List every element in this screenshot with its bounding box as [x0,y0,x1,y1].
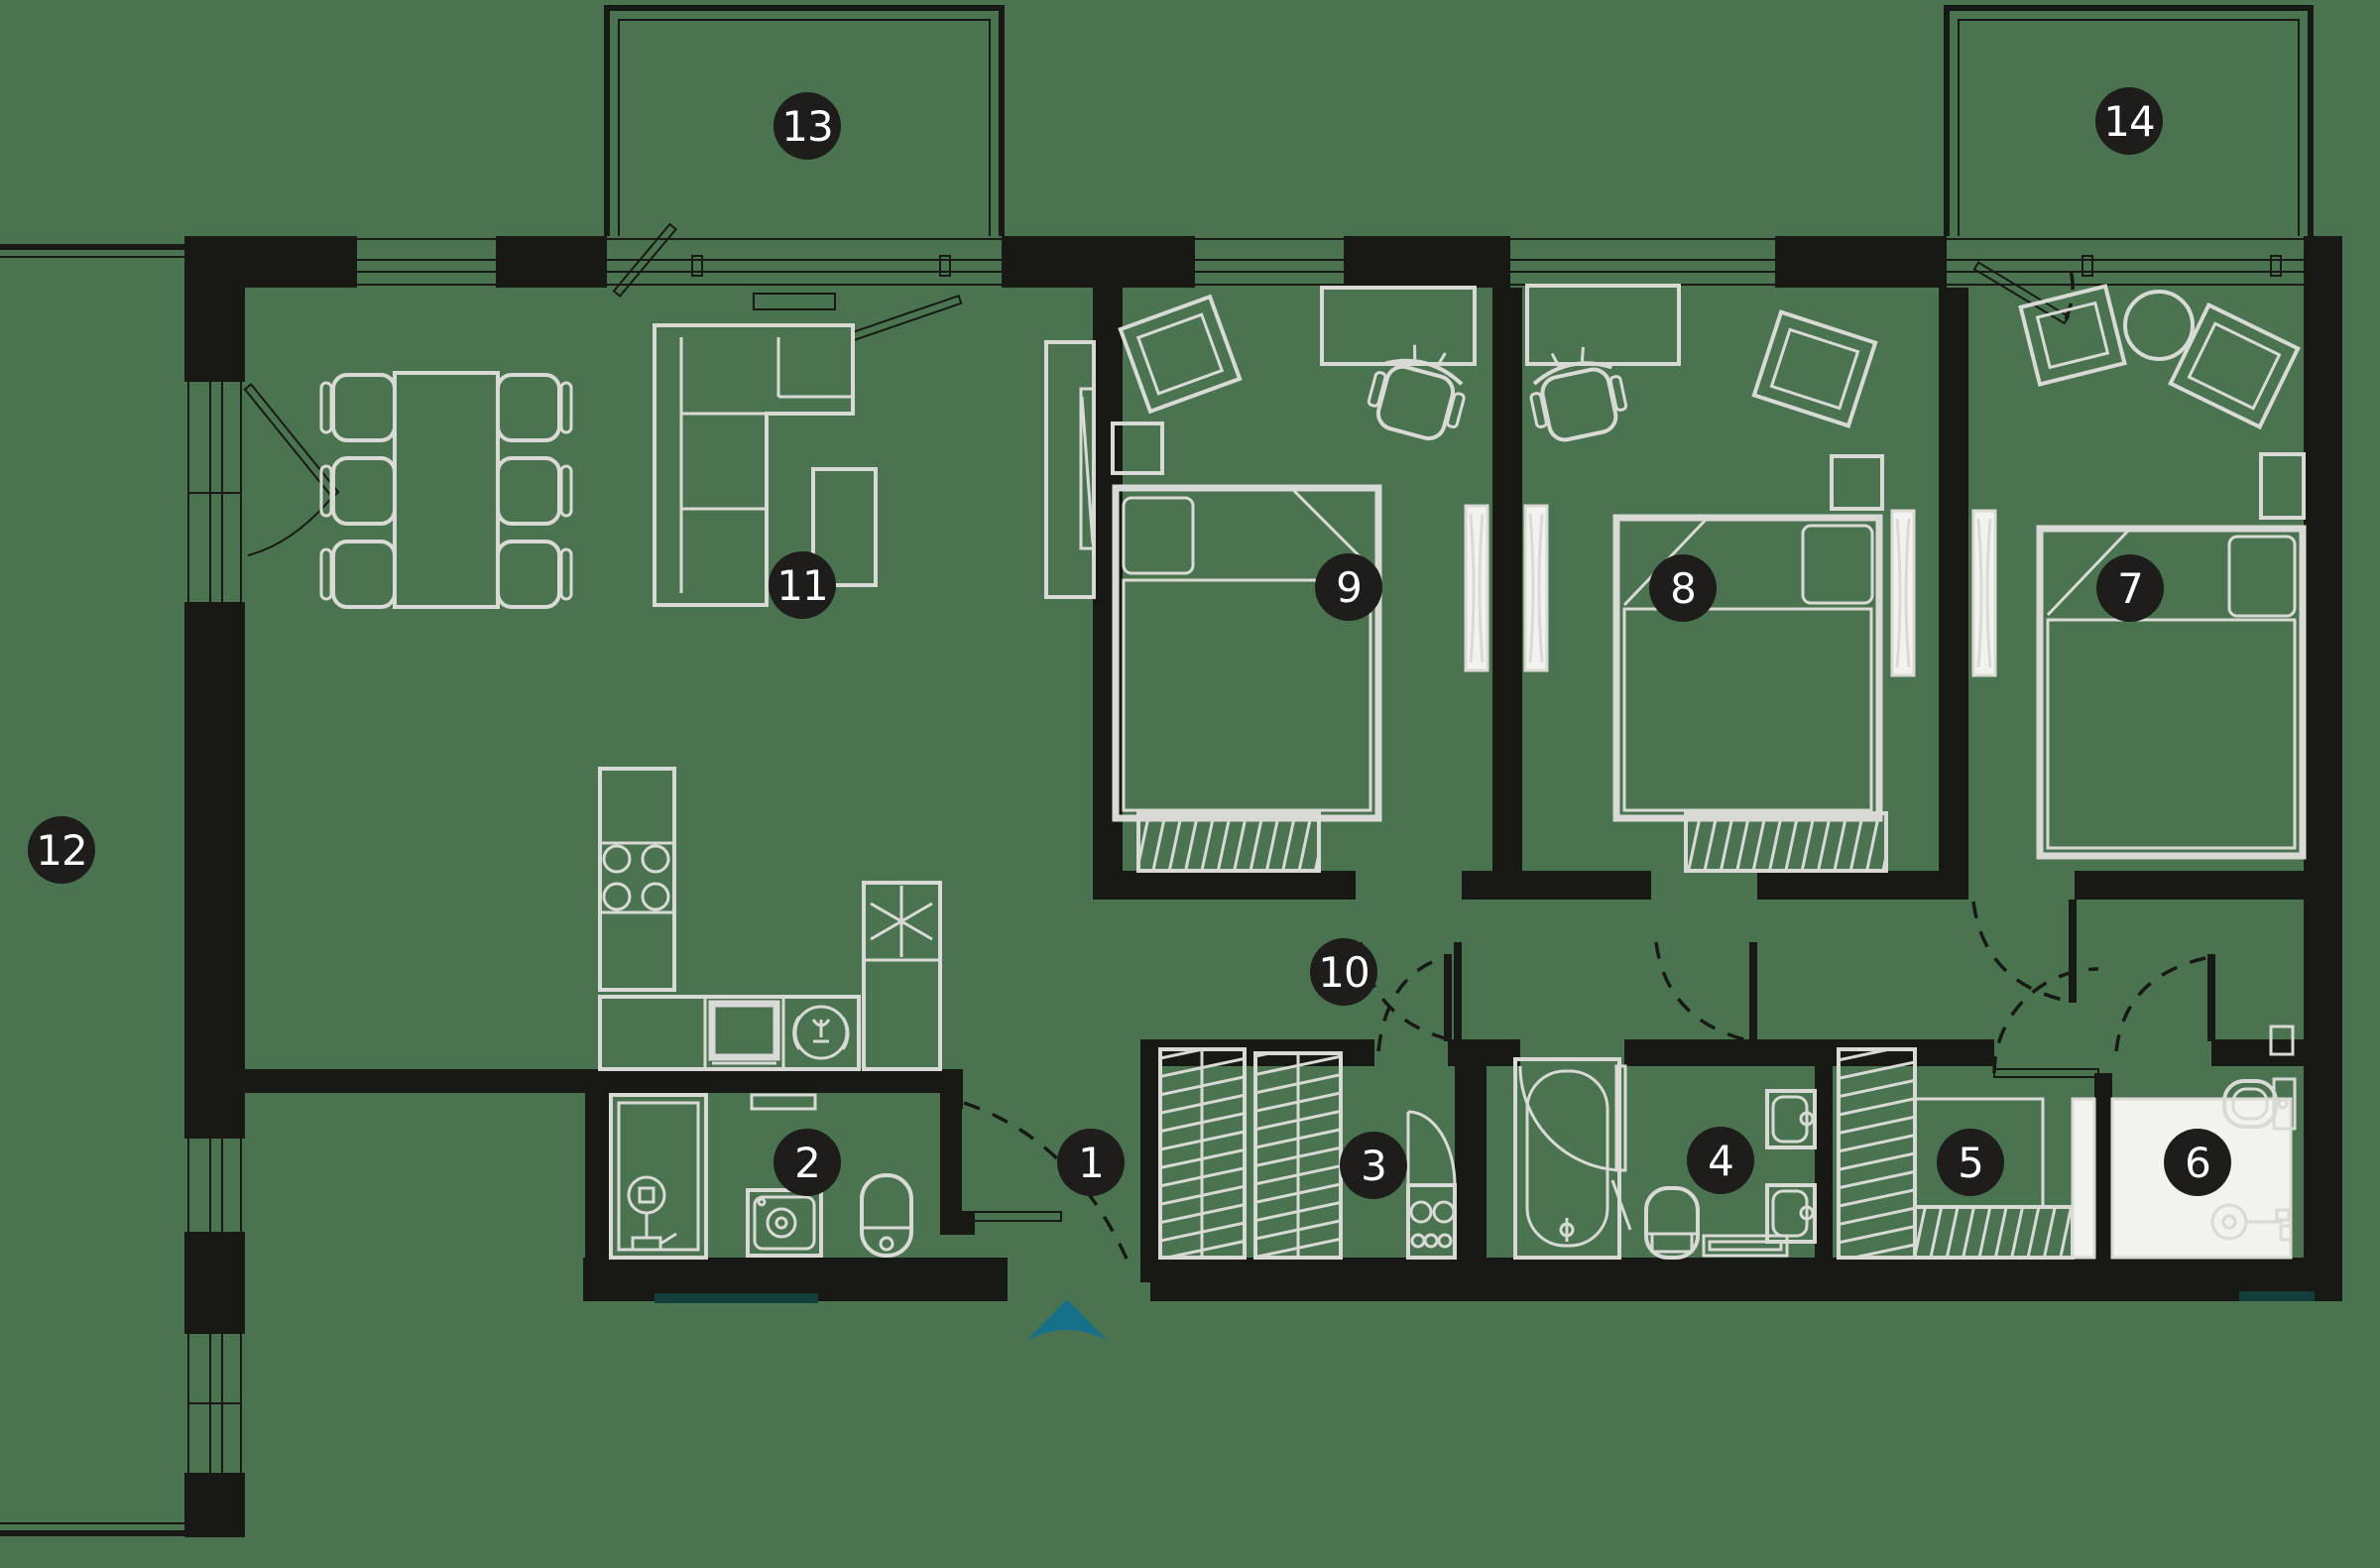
stove-burner [602,882,632,911]
stove-burner [641,844,670,874]
toilet-4 [1644,1186,1700,1260]
kitchen [598,767,942,1071]
window-left-balcony-door [187,382,242,602]
window-sill-marker [753,293,836,310]
desk-chair [1361,334,1477,447]
bed [1112,484,1382,822]
stove-burner [602,844,632,874]
mirror-panel [2071,1097,2096,1260]
armchair [1118,294,1243,415]
toilet-6 [2222,1077,2297,1131]
sofa [653,323,855,607]
radiator [1464,504,1489,672]
stove-burner [641,882,670,911]
closet-3 [1158,1047,1457,1260]
shelf [2269,1025,2295,1056]
desk [1525,284,1681,366]
room-badge-11: 11 [769,551,836,619]
radiator [1890,509,1916,677]
windows [187,238,2311,1473]
armchair [1751,309,1878,428]
threshold-accent-left [654,1293,818,1303]
threshold-accent-right [2239,1291,2315,1301]
window-bedroom8 [1510,238,1775,286]
fridge [862,881,942,1071]
bathroom-4 [1513,1057,1817,1260]
entrance-door-leaf [1140,1138,1151,1282]
desk-chair [1520,338,1633,447]
nightstand [1111,422,1164,475]
wardrobe-5 [1837,1047,2096,1260]
oven [708,1000,780,1061]
bathroom-2 [609,1093,913,1260]
room-badge-2: 2 [774,1129,841,1196]
dining-set [319,371,573,609]
wardrobe [1136,811,1321,873]
room-badge-8: 8 [1649,554,1717,622]
room-badge-7: 7 [2096,554,2164,622]
wardrobe [1684,811,1888,873]
bedroom-8 [1520,284,1916,873]
radiator [1971,509,1997,677]
window-balcony13 [607,238,1002,286]
room-badge-10: 10 [1310,938,1377,1006]
bedroom-9 [1111,286,1489,873]
dishwasher [792,1005,850,1060]
radiator [1523,504,1549,672]
room-badge-4: 4 [1687,1127,1754,1194]
sink [1765,1089,1817,1149]
armchair [2018,284,2127,387]
round-table [2123,290,2195,361]
bed [1612,514,1883,822]
tv-unit [1044,340,1096,599]
towel-rail [750,1093,817,1111]
nightstand [1830,454,1884,511]
room-badge-13: 13 [774,92,841,160]
desk [1320,286,1477,366]
freezer-snowflake [870,886,933,957]
balcony-14 [1944,5,2314,236]
room-badge-14: 14 [2095,87,2163,155]
doors [243,222,2215,1282]
balcony-12 [0,244,184,1536]
window-living [357,238,496,286]
washing-machine [746,1188,823,1258]
window-balcony14 [1947,238,2311,286]
boiler [860,1173,913,1258]
room-badge-3: 3 [1340,1132,1407,1199]
room-badge-6: 6 [2164,1129,2231,1196]
armchair [2168,302,2301,430]
room-badge-5: 5 [1937,1129,2004,1196]
shower-handset [2210,1203,2293,1242]
bathtub [1513,1057,1632,1260]
nightstand [2259,452,2306,520]
window-bedroom9 [1195,238,1344,286]
room-badge-1: 1 [1057,1129,1125,1196]
utility-cabinet [1406,1110,1457,1260]
entrance-arrow [1026,1299,1108,1341]
window-left-lower-2 [187,1334,242,1473]
shower [609,1093,708,1260]
bath-mat [1702,1234,1789,1258]
shower-head [627,1175,666,1215]
coffee-table [811,467,878,587]
window-left-lower-1 [187,1139,242,1232]
room-badge-12: 12 [28,816,95,884]
sink [1765,1183,1817,1244]
walls [184,236,2342,1537]
balcony-13 [604,5,1005,236]
bed [2036,525,2307,860]
room-badge-9: 9 [1315,553,1382,621]
bedroom-7 [1971,284,2307,860]
